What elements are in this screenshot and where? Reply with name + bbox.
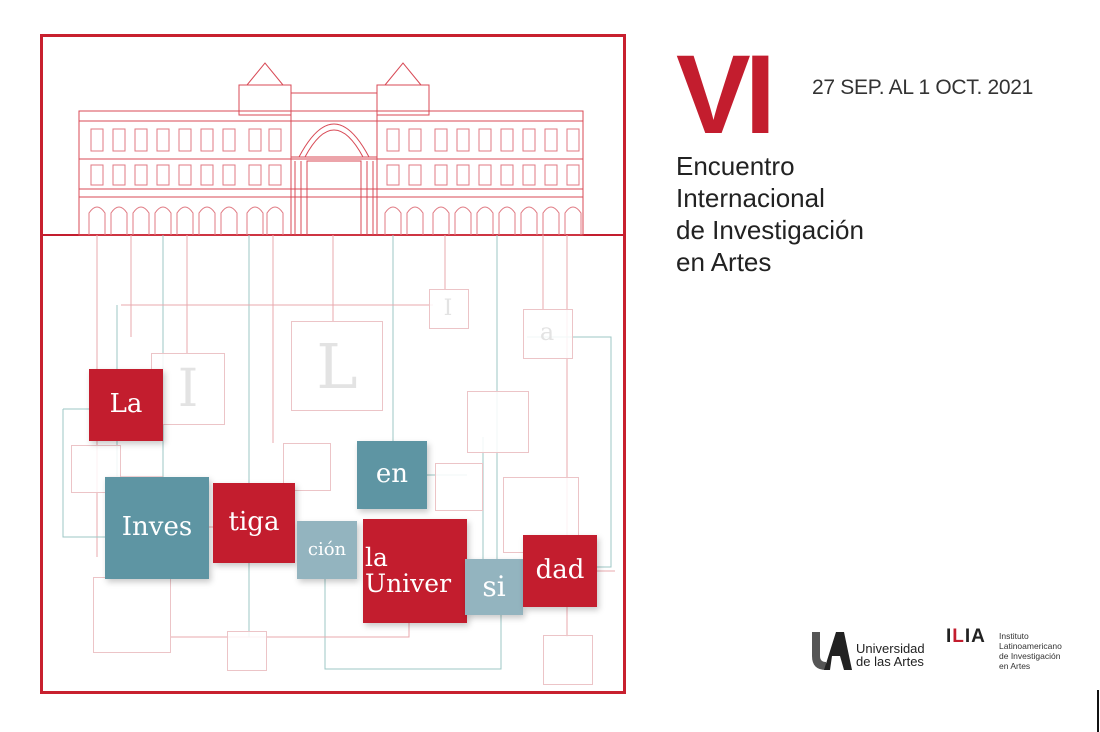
ilia-logo: ILIA Instituto Latinoamericano de Invest… — [946, 626, 1076, 676]
ua-logo-icon — [812, 632, 852, 670]
ghost-box — [467, 391, 529, 453]
uartes-name: Universidad de las Artes — [856, 641, 925, 669]
edge-mark — [1097, 690, 1099, 732]
title-line: Internacional — [676, 183, 825, 213]
ghost-letter: I — [177, 359, 199, 419]
word-block-dad: dad — [523, 535, 597, 607]
word-block-cion: ción — [297, 521, 357, 579]
event-dates: 27 SEP. AL 1 OCT. 2021 — [812, 76, 1034, 99]
word-block-inves: Inves — [105, 477, 209, 579]
ghost-letter: L — [316, 329, 358, 403]
title-line: en Artes — [676, 247, 772, 277]
ghost-box — [291, 321, 383, 411]
title-line: Encuentro — [676, 151, 795, 181]
ghost-box — [543, 635, 593, 685]
word-block-tiga: tiga — [213, 483, 295, 563]
ghost-box — [523, 309, 573, 359]
ghost-box — [93, 577, 171, 653]
ghost-letter: a — [539, 318, 555, 346]
word-block-si: si — [465, 559, 523, 615]
ghost-letter: I — [443, 295, 453, 321]
word-block-en: en — [357, 441, 427, 509]
title-line: de Investigación — [676, 215, 864, 245]
ghost-box — [435, 463, 483, 511]
ilia-logo-icon: ILIA — [946, 626, 986, 647]
building-facade-illustration — [43, 62, 623, 670]
event-title: Encuentro Internacional de Investigación… — [676, 150, 996, 278]
ghost-box — [151, 353, 225, 425]
edition-numeral: VI — [676, 32, 776, 157]
ghost-box — [227, 631, 267, 671]
word-block-la: La — [89, 369, 163, 441]
word-block-la-univer: la Univer — [363, 519, 467, 623]
uartes-logo: Universidad de las Artes — [810, 628, 930, 672]
ilia-name: Instituto Latinoamericano de Investigaci… — [999, 631, 1062, 671]
ghost-box — [429, 289, 469, 329]
poster-frame: I L I a La Inves tiga ción en la Univer … — [40, 34, 626, 694]
